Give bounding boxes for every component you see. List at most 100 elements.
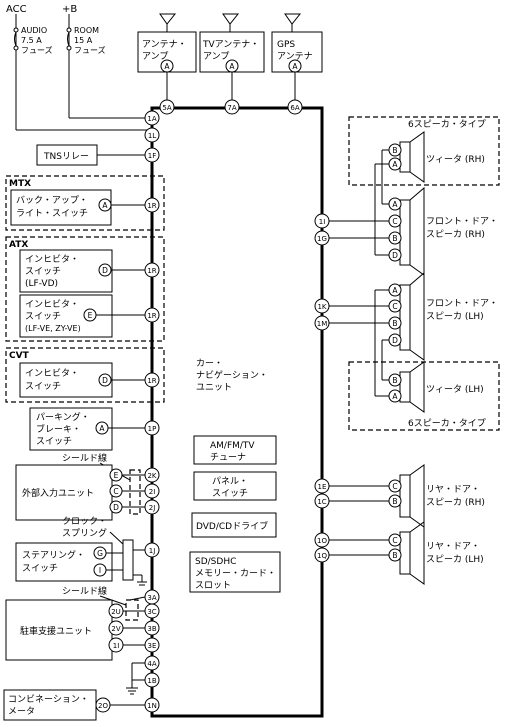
antenna-icon — [159, 13, 177, 32]
tweeter-lh-label: ツィータ (LH) — [426, 384, 484, 395]
pin-1i: 1I — [113, 642, 120, 650]
gps-label-2: アンテナ — [277, 51, 313, 62]
pin-2u: 2U — [111, 608, 121, 616]
front-lh-label-2: スピーカ (LH) — [426, 311, 484, 322]
inhibitor-label-2: スイッチ — [25, 266, 61, 277]
pin-e: E — [114, 471, 119, 480]
shield-wire-marker — [125, 599, 139, 621]
six-speaker-group-top — [348, 116, 500, 186]
rear-rh-label: リヤ・ドア・ — [426, 485, 480, 495]
rear-lh-icon — [399, 531, 411, 575]
pin-1c: 1C — [317, 498, 326, 506]
pin-i: I — [99, 566, 101, 575]
inhibitor-lfvd-box — [19, 249, 113, 293]
pin-a: A — [164, 62, 170, 71]
pin-3c: 3C — [147, 608, 156, 616]
pin-2j: 2J — [149, 504, 156, 512]
tuner-label-2: チューナ — [210, 452, 246, 463]
fuse-room-rating: 15 A — [74, 36, 93, 45]
power-section: ACC +B AUDIO 7.5 A フューズ ROOM 15 A フューズ — [6, 4, 152, 131]
ground-icon — [126, 687, 138, 695]
pin-a: A — [392, 160, 398, 169]
pin-d: D — [392, 336, 398, 345]
steering-label: ステアリング・ — [22, 549, 85, 561]
front-lh-icon — [399, 284, 411, 351]
parking-label-3: スイッチ — [36, 436, 72, 447]
pin-b: B — [392, 497, 397, 506]
clock-spring-label: クロック・ — [62, 516, 107, 527]
pin-4a: 4A — [147, 660, 156, 668]
pin-d: D — [113, 503, 119, 512]
nav-unit-outline — [150, 106, 324, 718]
shield-wire-label: シールド線 — [62, 452, 107, 464]
pin-1b: 1B — [147, 677, 156, 685]
sd-label-3: スロット — [195, 581, 231, 591]
pin-1q: 1Q — [317, 552, 327, 560]
parking-assist-label: 駐車支援ユニット — [20, 625, 92, 637]
pin-1k: 1K — [317, 303, 326, 311]
pin-c: C — [392, 482, 397, 491]
fuse-audio-rating: 7.5 A — [21, 36, 42, 45]
parking-label: パーキング・ — [36, 411, 90, 423]
front-rh-label: フロント・ドア・ — [426, 217, 498, 227]
pin-1m: 1M — [317, 320, 328, 328]
tweeter-rh-icon — [399, 141, 411, 173]
b-label: +B — [62, 4, 77, 15]
inhibitor-label: インヒビタ・ — [25, 254, 79, 265]
clock-spring-icon — [122, 539, 134, 581]
sd-label: SD/SDHC — [195, 557, 236, 567]
panel-switch-label-2: スイッチ — [212, 488, 248, 499]
pin-a: A — [292, 62, 298, 71]
rear-rh-icon — [399, 474, 411, 518]
tweeter-rh-label: ツィータ (RH) — [426, 154, 485, 165]
pin-d: D — [102, 266, 108, 275]
pin-a: A — [102, 201, 108, 210]
fuse-audio-icon — [13, 27, 19, 51]
tuner-label: AM/FM/TV — [210, 441, 255, 451]
ground-icon — [137, 575, 147, 586]
pin-c: C — [392, 217, 397, 226]
acc-label: ACC — [6, 4, 27, 15]
pin-1j: 1J — [149, 547, 156, 555]
sd-label-2: メモリー・カード・ — [195, 568, 276, 579]
pin-b: B — [392, 551, 397, 560]
steering-label-2: スイッチ — [22, 563, 58, 574]
pin-d: D — [102, 376, 108, 385]
mtx-group — [5, 175, 165, 231]
pin-1i: 1I — [319, 218, 326, 226]
pin-b: B — [392, 234, 397, 243]
inhibitor-label: インヒビタ・ — [25, 368, 79, 379]
pin-1a: 1A — [147, 115, 156, 123]
pin-a: A — [392, 286, 398, 295]
inhibitor-cvt-box — [19, 362, 113, 398]
atx-label: ATX — [9, 240, 28, 250]
pin-1o: 1O — [317, 537, 327, 545]
pin-1f: 1F — [148, 152, 156, 160]
inhibitor-variant: (LF-VD) — [25, 279, 58, 289]
pin-1e: 1E — [318, 483, 327, 491]
fuse-room-kind: フューズ — [74, 45, 106, 55]
backup-switch-box — [10, 189, 112, 226]
pin-a: A — [392, 392, 398, 401]
rear-lh-label: リヤ・ドア・ — [426, 542, 480, 552]
fuse-room-icon — [66, 27, 72, 51]
inhibitor-label-2: スイッチ — [25, 311, 61, 322]
pin-1p: 1P — [148, 425, 157, 433]
pin-1l: 1L — [148, 132, 156, 140]
antenna-amp-label: アンテナ・ — [142, 39, 187, 50]
parking-assist-box — [5, 599, 113, 661]
shield-wire-label: シールド線 — [62, 585, 107, 597]
pin-7a: 7A — [227, 104, 236, 112]
pin-3a: 3A — [147, 594, 156, 602]
inhibitor-variant: (LF-VE, ZY-VE) — [25, 324, 81, 333]
pin-c: C — [392, 536, 397, 545]
pin-c: C — [113, 487, 118, 496]
front-lh-label: フロント・ドア・ — [426, 299, 498, 309]
six-speaker-label: 6スピーカ・タイプ — [408, 418, 486, 429]
rear-rh-label-2: スピーカ (RH) — [426, 497, 485, 508]
left-pins: 1A 1L 1F — [144, 110, 160, 163]
dvd-box — [191, 512, 277, 538]
external-input-label: 外部入力ユニット — [22, 487, 94, 499]
front-rh-icon — [399, 199, 411, 266]
